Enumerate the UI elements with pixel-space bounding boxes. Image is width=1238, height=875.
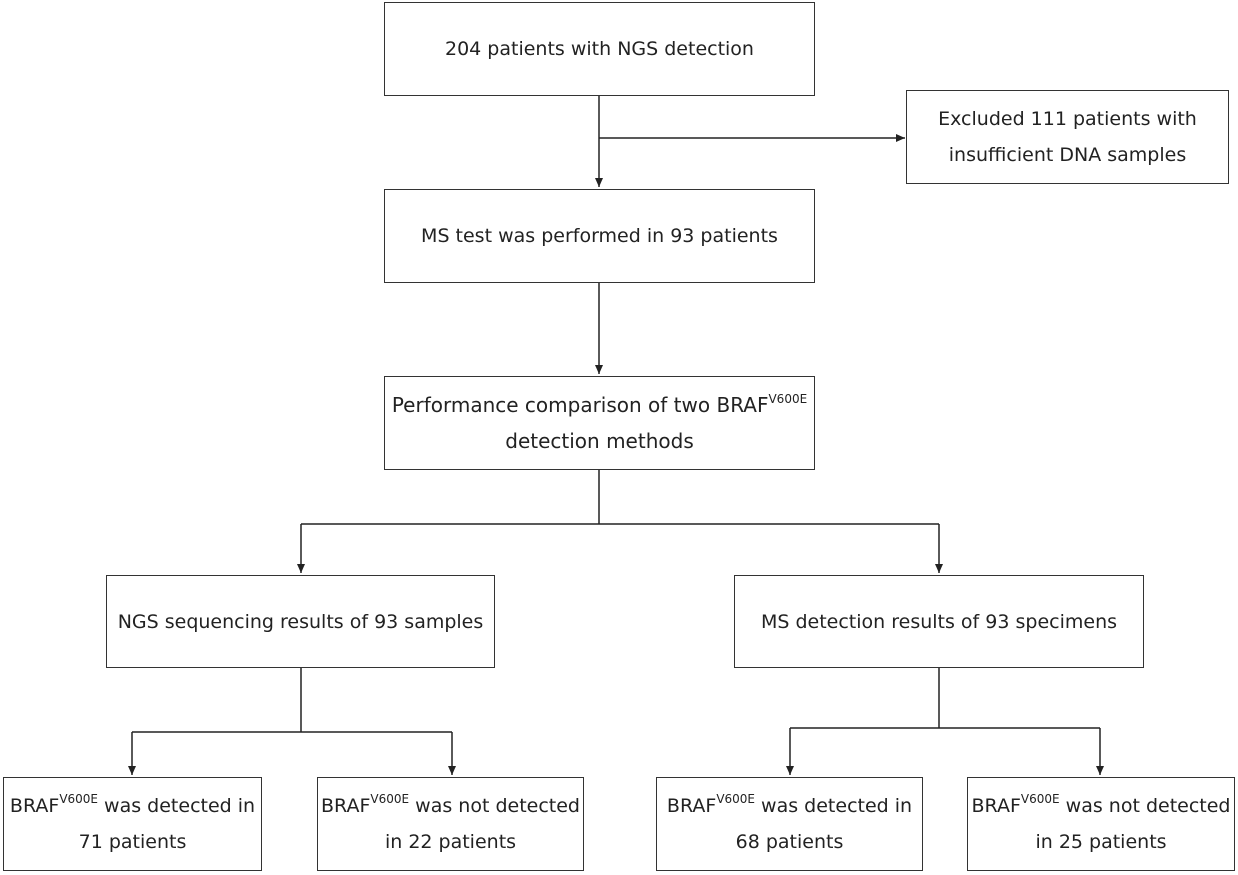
- ngs-results-text: NGS sequencing results of 93 samples: [117, 610, 484, 633]
- split-comparison: [301, 470, 939, 525]
- split-ms-results: [790, 668, 1100, 729]
- excluded-text-line1: Excluded 111 patients with: [938, 108, 1197, 130]
- start-text: 204 patients with NGS detection: [445, 38, 754, 60]
- ngs-detected-text-line1: BRAFV600E was detected in: [9, 792, 256, 817]
- ms-test-text: MS test was performed in 93 patients: [421, 225, 778, 247]
- comparison-text-line1: Performance comparison of two BRAFV600E: [391, 392, 808, 417]
- ms-not-detected-text-line1: BRAFV600E was not detected: [971, 792, 1231, 817]
- ngs-detected-text-line2: 71 patients: [78, 831, 187, 853]
- ms-not-detected-text-line2: in 25 patients: [1035, 831, 1167, 853]
- comparison-text-line2: detection methods: [505, 429, 694, 453]
- start-box: 204 patients with NGS detection: [384, 2, 815, 96]
- ms-results-box: MS detection results of 93 specimens: [734, 575, 1144, 668]
- ngs-not-detected-text-line1: BRAFV600E was not detected: [321, 792, 580, 817]
- split-ngs-results: [132, 668, 452, 733]
- ms-not-detected-box: BRAFV600E was not detected in 25 patient…: [967, 777, 1235, 871]
- comparison-box: Performance comparison of two BRAFV600E …: [384, 376, 815, 470]
- ngs-results-box: NGS sequencing results of 93 samples: [106, 575, 495, 668]
- ngs-not-detected-text-line2: in 22 patients: [384, 831, 517, 853]
- ngs-not-detected-box: BRAFV600E was not detected in 22 patient…: [317, 777, 584, 871]
- ms-results-text: MS detection results of 93 specimens: [760, 610, 1118, 633]
- ms-test-box: MS test was performed in 93 patients: [384, 189, 815, 283]
- ms-detected-text-line2: 68 patients: [735, 831, 844, 853]
- excluded-text-line2: insufficient DNA samples: [948, 144, 1187, 166]
- ms-detected-text-line1: BRAFV600E was detected in: [666, 792, 913, 817]
- ms-detected-box: BRAFV600E was detected in 68 patients: [656, 777, 923, 871]
- ngs-detected-box: BRAFV600E was detected in 71 patients: [3, 777, 262, 871]
- excluded-box: Excluded 111 patients with insufficient …: [906, 90, 1229, 184]
